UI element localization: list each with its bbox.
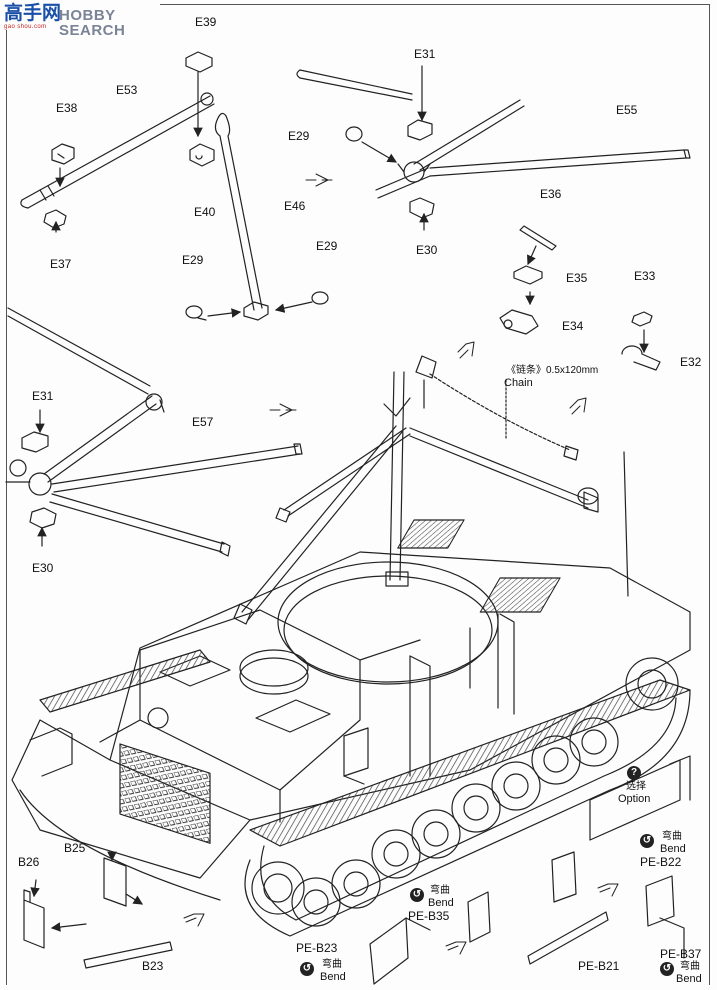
pe-option-panel: [589, 755, 691, 841]
part-e32: [621, 345, 661, 371]
bend-badge-3: ↺: [300, 962, 314, 976]
label-e37: E37: [50, 257, 72, 271]
label-e57: E57: [192, 415, 214, 429]
part-e34: [499, 309, 539, 335]
label-pe-b35: PE-B35: [408, 909, 450, 923]
bend-badge-4: ↺: [660, 962, 674, 976]
bend-badge-1: ↺: [640, 834, 654, 848]
label-bend-2: Bend: [428, 897, 454, 909]
part-e38: [51, 143, 75, 165]
label-bend-cn-3: 弯曲: [322, 959, 342, 970]
label-e32: E32: [680, 355, 702, 369]
chain: [429, 373, 571, 451]
frame-top-line: [160, 4, 710, 5]
pe-b25: [103, 857, 127, 907]
hollow-arrows: [183, 173, 619, 955]
label-e53: E53: [116, 83, 138, 97]
label-e29-left: E29: [182, 253, 204, 267]
label-pe-b21: PE-B21: [578, 959, 620, 973]
part-e29-right: [311, 291, 329, 305]
part-e39: [185, 51, 213, 73]
label-chain: Chain: [504, 377, 533, 389]
label-e29-top: E29: [288, 129, 310, 143]
frame-right-line: [709, 4, 710, 985]
label-bend-cn-2: 弯曲: [430, 885, 450, 896]
pe-b22: [645, 875, 685, 959]
label-e34: E34: [562, 319, 584, 333]
label-b23: B23: [142, 959, 164, 973]
part-e35: [513, 265, 543, 285]
part-e37: [43, 209, 67, 229]
road-wheels: [251, 657, 679, 927]
label-e36: E36: [540, 187, 562, 201]
part-e29-top: [345, 126, 363, 142]
hub-top-right: [397, 161, 431, 183]
pe-b21-strip: [527, 911, 609, 965]
rod-e55-upper: [296, 69, 413, 101]
pe-b23-bend: [369, 917, 431, 985]
label-e31-top: E31: [414, 47, 436, 61]
label-e38: E38: [56, 101, 78, 115]
part-e33: [631, 311, 653, 327]
part-e30-top: [409, 197, 435, 219]
label-e35: E35: [566, 271, 588, 285]
part-e30-left: [29, 507, 57, 529]
label-option: Option: [618, 793, 651, 805]
rod-e53: [20, 92, 215, 209]
part-e31-left: [21, 431, 49, 453]
tank-hull: [11, 519, 691, 879]
hub-left: [5, 459, 52, 496]
rod-e57-right: [51, 443, 303, 493]
label-e31-left: E31: [32, 389, 54, 403]
crane-jib: [233, 355, 599, 625]
label-e39: E39: [195, 15, 217, 29]
logo-english-text: HOBBY SEARCH: [59, 7, 126, 39]
option-badge: ?: [627, 766, 641, 780]
part-e36: [519, 225, 557, 251]
label-e30-left: E30: [32, 561, 54, 575]
part-e29-left: [185, 305, 207, 321]
label-b25: B25: [64, 841, 86, 855]
label-pe-b22: PE-B22: [640, 855, 682, 869]
label-chain-spec: 《链条》0.5x120mm: [506, 365, 599, 376]
label-bend-1: Bend: [660, 843, 686, 855]
label-e40: E40: [194, 205, 216, 219]
logo-subtext: gao shou.com: [4, 24, 47, 30]
rod-e55-lower: [375, 149, 691, 199]
label-e29-right: E29: [316, 239, 338, 253]
watermark-logo: 高手网 gao shou.com HOBBY SEARCH: [4, 2, 164, 39]
label-option-cn: 选择: [626, 781, 646, 792]
pe-b21-part: [467, 851, 577, 943]
label-pe-b37: PE-B37: [660, 947, 702, 961]
label-e33: E33: [634, 269, 656, 283]
bend-badge-2: ↺: [410, 888, 424, 902]
label-bend-4: Bend: [676, 973, 702, 985]
label-b26: B26: [18, 855, 40, 869]
pe-b26: [23, 889, 45, 949]
label-e30-top: E30: [416, 243, 438, 257]
label-bend-3: Bend: [320, 971, 346, 983]
rod-e57-upper: [7, 307, 165, 413]
part-e40: [189, 143, 215, 167]
part-e31-top: [407, 119, 433, 141]
frame-left-line: [6, 30, 7, 985]
label-pe-b23: PE-B23: [296, 941, 338, 955]
pe-b23-strip: [83, 941, 173, 969]
label-bend-cn-1: 弯曲: [662, 831, 682, 842]
rod-e57-lower: [49, 493, 231, 557]
rod-e46: [214, 112, 269, 321]
label-e46: E46: [284, 199, 306, 213]
track: [19, 689, 691, 937]
label-e55: E55: [616, 103, 638, 117]
logo-chinese-text: 高手网: [4, 2, 62, 24]
label-bend-cn-4: 弯曲: [680, 961, 700, 972]
